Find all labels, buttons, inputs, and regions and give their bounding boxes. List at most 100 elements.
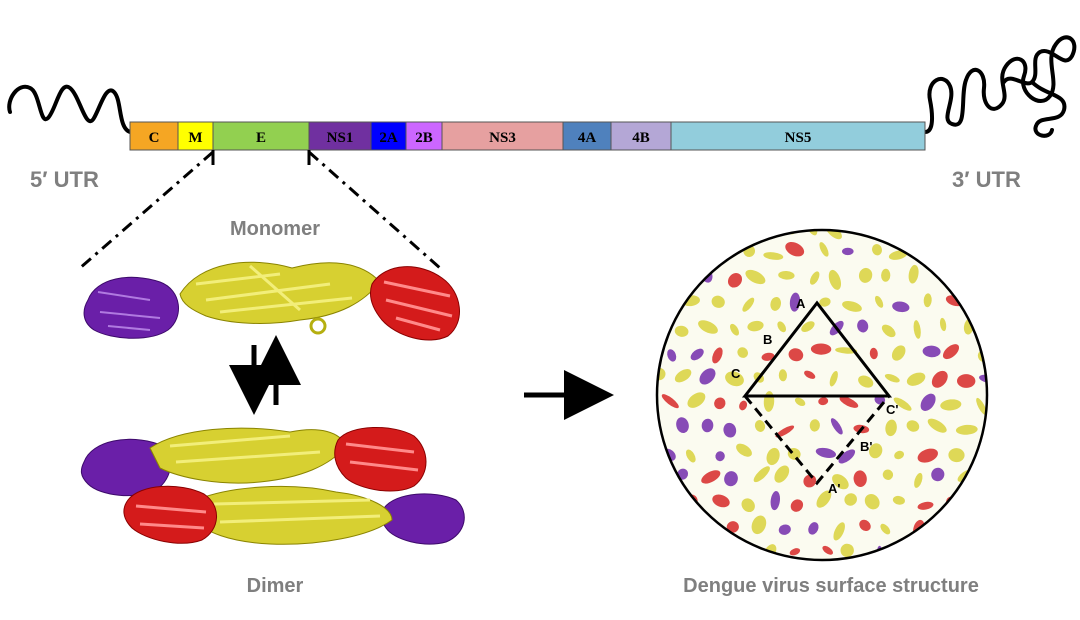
surface-protein-blob xyxy=(884,373,900,383)
surface-protein-blob xyxy=(699,368,716,385)
surface-protein-blob xyxy=(939,317,947,332)
utr3-strand-loops xyxy=(1030,80,1067,138)
surface-protein-blob xyxy=(839,396,859,408)
segment-label-m: M xyxy=(188,130,202,146)
surface-protein-blob xyxy=(770,296,781,311)
surface-protein-blob xyxy=(858,267,873,283)
surface-protein-blob xyxy=(775,425,795,438)
surface-protein-blob xyxy=(881,268,891,282)
surface-protein-blob xyxy=(931,370,948,388)
virus-surface: A B C C' B' A' xyxy=(645,223,1020,562)
surface-protein-blob xyxy=(948,448,965,463)
surface-protein-blob xyxy=(842,300,862,312)
surface-protein-blob xyxy=(931,467,945,482)
surface-protein-blob xyxy=(891,345,906,361)
surface-protein-blob xyxy=(1002,494,1012,514)
surface-protein-blob xyxy=(911,230,926,233)
surface-protein-blob xyxy=(882,230,895,232)
surface-protein-blob xyxy=(974,493,987,509)
surface-protein-blob xyxy=(893,397,912,411)
surface-protein-blob xyxy=(645,467,658,484)
surface-protein-blob xyxy=(657,230,660,235)
surface-protein-blob xyxy=(1000,545,1015,561)
surface-protein-blob xyxy=(737,347,749,358)
segment-4b xyxy=(610,121,672,151)
surface-protein-blob xyxy=(874,295,884,308)
surface-protein-blob xyxy=(989,223,1001,236)
surface-protein-blob xyxy=(804,370,816,379)
surface-protein-blob xyxy=(674,325,689,337)
surface-protein-blob xyxy=(657,274,661,289)
surface-label: Dengue virus surface structure xyxy=(683,575,979,597)
surface-protein-blob xyxy=(736,443,752,457)
vertex-label-C: C xyxy=(731,366,741,381)
surface-protein-blob xyxy=(864,494,880,510)
surface-protein-blob xyxy=(908,264,919,284)
surface-protein-blob xyxy=(923,293,932,308)
surface-protein-blob xyxy=(830,418,843,435)
surface-protein-blob xyxy=(778,369,788,382)
segment-label-4b: 4B xyxy=(632,130,650,146)
surface-protein-blob xyxy=(724,471,738,487)
surface-protein-blob xyxy=(753,466,770,483)
surface-protein-blob xyxy=(726,521,739,533)
surface-protein-blob xyxy=(788,348,804,362)
surface-protein-blob xyxy=(892,301,910,313)
surface-protein-blob xyxy=(685,449,696,463)
surface-protein-blob xyxy=(816,490,832,508)
surface-protein-blob xyxy=(690,348,704,361)
surface-protein-blob xyxy=(958,523,971,535)
surface-protein-blob xyxy=(882,469,894,480)
surface-protein-blob xyxy=(955,424,978,435)
surface-protein-blob xyxy=(933,522,955,535)
surface-protein-blob xyxy=(774,465,790,483)
surface-protein-blob xyxy=(997,394,1016,409)
surface-protein-blob xyxy=(922,345,941,358)
surface-protein-blob xyxy=(997,447,1020,461)
surface-protein-blob xyxy=(842,247,854,256)
surface-protein-blob xyxy=(777,321,787,333)
vertex-label-C-prime: C' xyxy=(886,402,898,417)
surface-protein-blob xyxy=(955,230,976,238)
surface-protein-blob xyxy=(667,349,677,362)
surface-protein-blob xyxy=(657,247,676,257)
surface-protein-blob xyxy=(987,419,1006,431)
surface-protein-blob xyxy=(949,542,963,557)
surface-circle-outline xyxy=(655,228,989,562)
surface-protein-blob xyxy=(789,292,801,312)
monomer-domain-I-II xyxy=(179,261,381,335)
surface-protein-blob xyxy=(739,400,748,411)
zoom-line-left xyxy=(79,150,214,270)
surface-protein-blob xyxy=(838,449,856,464)
surface-protein-blob xyxy=(661,394,679,409)
surface-protein-blob xyxy=(840,543,854,558)
surface-protein-blob xyxy=(853,470,867,487)
segment-m xyxy=(177,121,214,151)
surface-protein-blob xyxy=(701,470,721,484)
surface-protein-blob xyxy=(869,443,883,459)
vertex-label-B: B xyxy=(763,332,772,347)
surface-protein-blob xyxy=(832,474,849,490)
surface-protein-blob xyxy=(794,397,806,407)
surface-protein-blob xyxy=(712,347,723,364)
surface-protein-blob xyxy=(881,324,896,338)
surface-protein-blob xyxy=(958,274,970,285)
surface-protein-blob xyxy=(920,393,936,411)
surface-protein-blob xyxy=(892,495,905,505)
utr5-strand xyxy=(7,84,132,134)
surface-protein-blob xyxy=(947,242,955,257)
surface-protein-blob xyxy=(957,374,976,388)
asymmetric-triangle xyxy=(741,300,893,398)
surface-protein-blob xyxy=(914,472,923,488)
surface-protein-blob xyxy=(663,494,681,512)
dimer-label: Dimer xyxy=(247,575,304,597)
monomer-label: Monomer xyxy=(230,218,320,240)
surface-protein-blob xyxy=(857,319,869,333)
surface-protein-blob xyxy=(673,273,694,289)
surface-protein-blob xyxy=(819,297,831,307)
surface-protein-blob xyxy=(674,369,692,383)
surface-protein-blob xyxy=(917,448,938,463)
zoom-line-right xyxy=(308,150,441,270)
